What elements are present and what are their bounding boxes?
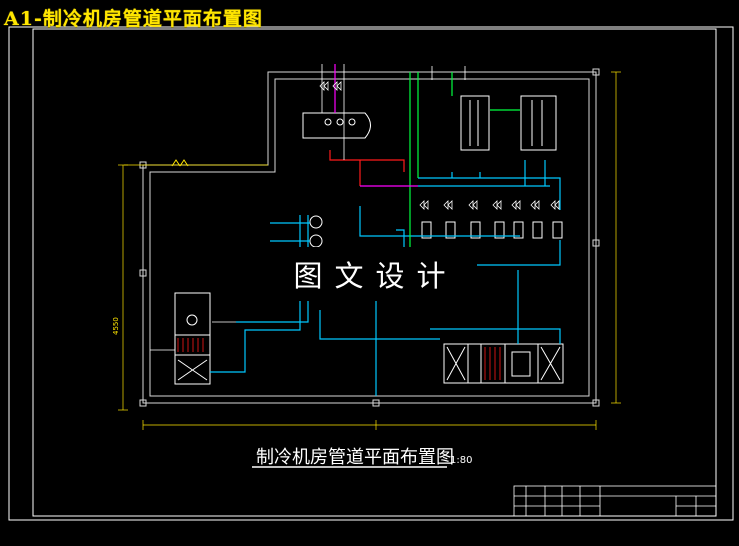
pump-row [309,215,563,248]
door-symbol [171,159,189,167]
outer-frame [8,26,734,521]
cooling-tower-fill [177,338,204,352]
supply-pipes [329,150,405,186]
chiller-units [460,95,557,151]
makeup-water-pipes [334,64,418,187]
cooling-tower-left [174,292,211,385]
cooling-water-pipes [409,72,520,250]
title-block [513,485,717,517]
watermark-banner: 图文设计 [262,247,477,301]
ahu-coil [484,347,501,380]
watermark-text: 图文设计 [293,259,458,293]
drawing-scale: 1:80 [450,455,473,466]
valves [319,81,560,210]
heat-exchanger [302,112,371,139]
dimension-label: 4550 [112,317,120,335]
dimension-lines [118,71,621,430]
air-handling-unit [443,343,564,384]
inner-frame [32,28,717,517]
drawing-sheet-title: A1-制冷机房管道平面布置图 [4,8,263,30]
drawing-title: 制冷机房管道平面布置图 [256,447,454,468]
